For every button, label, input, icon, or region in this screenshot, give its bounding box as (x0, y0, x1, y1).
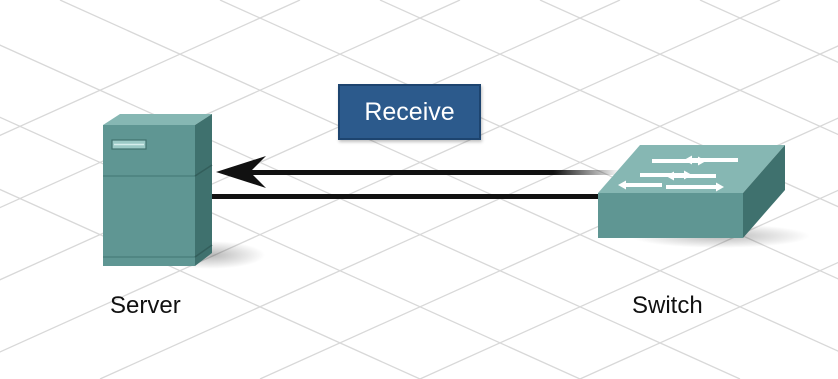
server-tower-icon (103, 114, 265, 269)
link-lines (212, 156, 620, 199)
left-arrow-icon (216, 156, 266, 172)
switch-label: Switch (632, 292, 703, 319)
receive-label: Receive (364, 97, 455, 126)
server-label: Server (110, 292, 181, 319)
receive-badge: Receive (338, 84, 481, 140)
network-switch-icon (598, 145, 810, 248)
